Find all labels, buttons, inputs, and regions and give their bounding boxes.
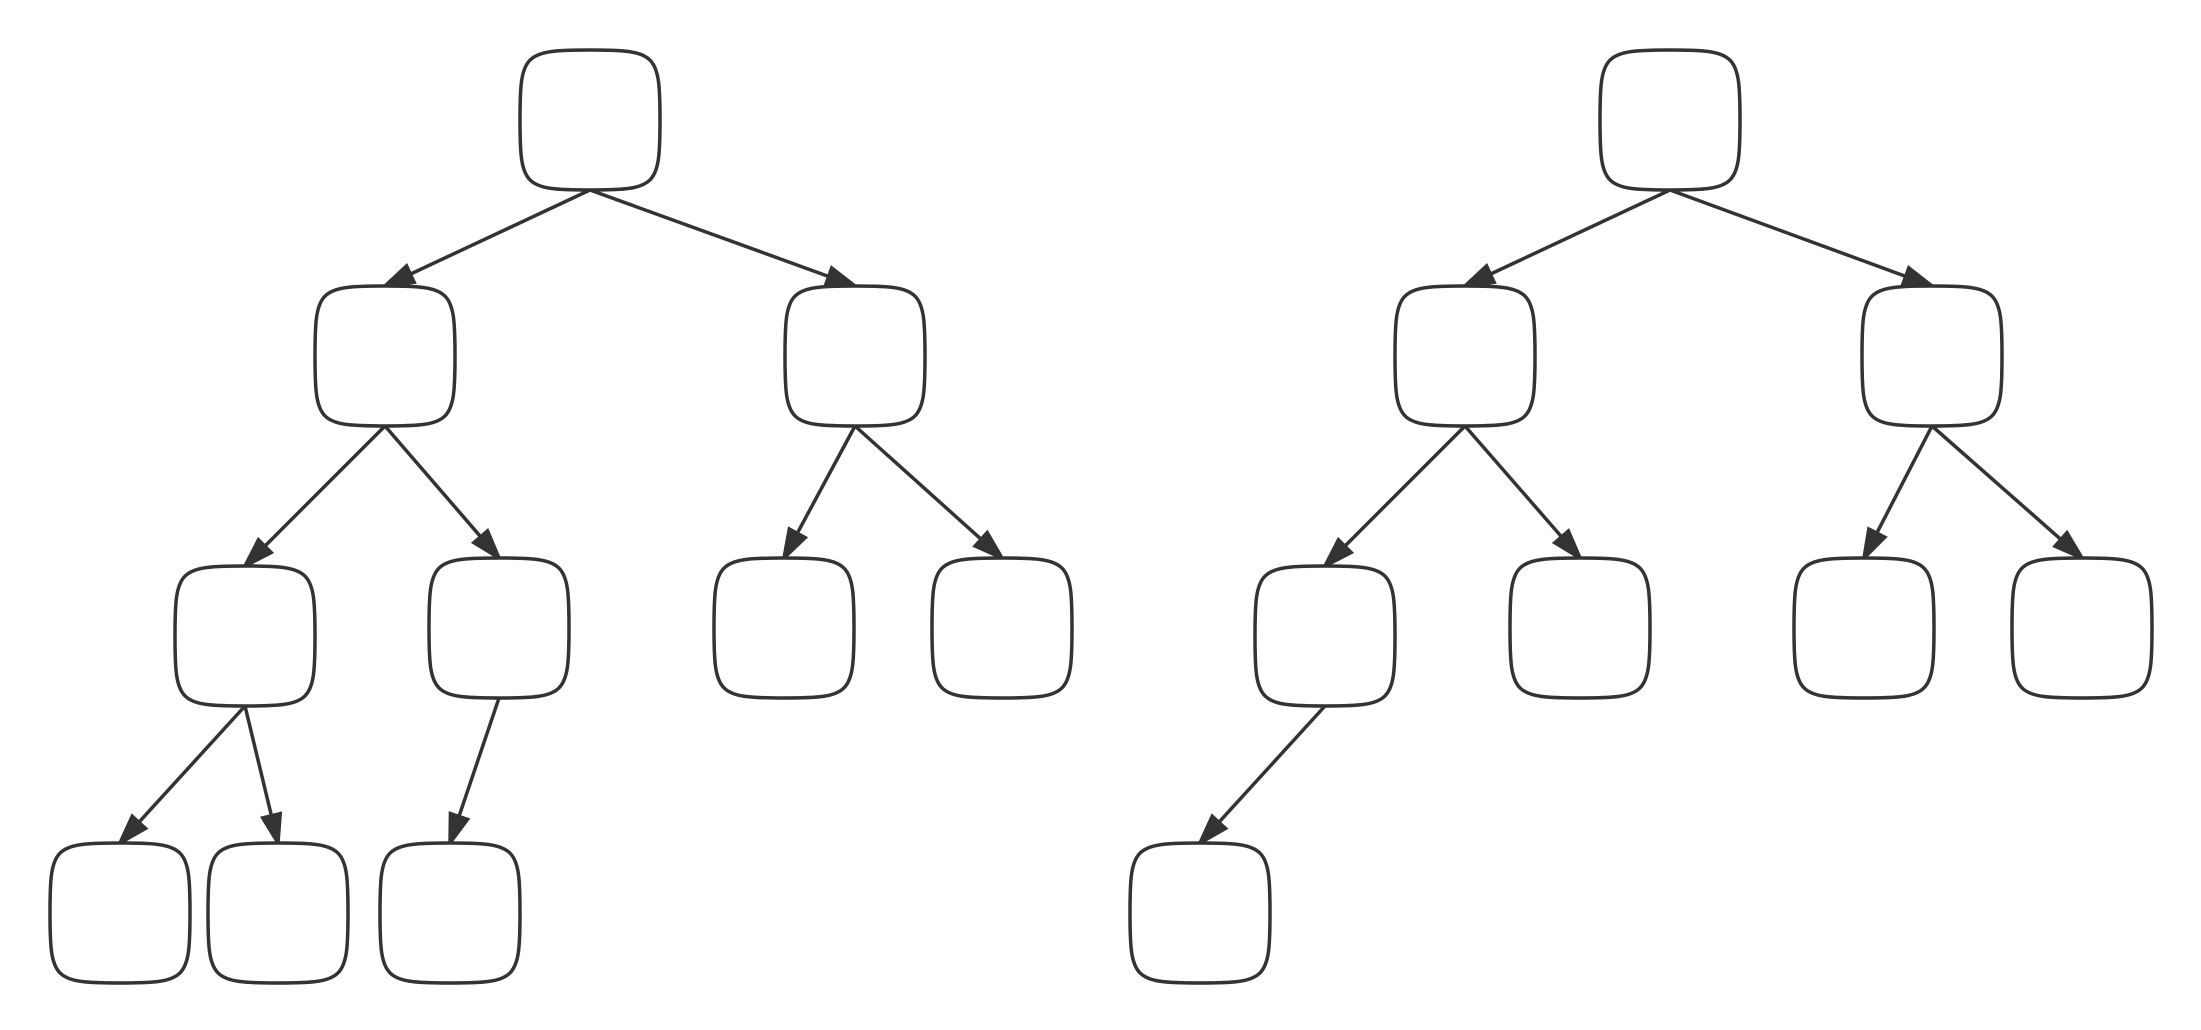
tree-node-R4 (1508, 556, 1652, 700)
edge-R2-R5 (1875, 425, 1934, 534)
tree-node-L9 (378, 841, 522, 985)
edge-L0-L1 (409, 188, 591, 276)
tree-node-R3 (1253, 564, 1397, 708)
tree-node-L3 (173, 564, 317, 708)
tree-node-R0 (1598, 48, 1742, 192)
arrowhead-R2-R6 (2052, 529, 2087, 562)
edge-L1-L4 (383, 424, 483, 538)
edge-L2-L5 (795, 425, 857, 535)
arrowhead-R0-R2 (1900, 265, 1938, 288)
tree-node-L6 (930, 556, 1074, 700)
edges-layer (116, 188, 2087, 849)
tree-node-R7 (1128, 841, 1272, 985)
edge-R1-R4 (1463, 424, 1563, 539)
tree-node-L0 (518, 48, 662, 192)
tree-node-R2 (1860, 284, 2004, 428)
tree-node-R1 (1393, 284, 1537, 428)
nodes-layer (48, 48, 2154, 985)
edge-L4-L9 (457, 697, 501, 818)
tree-node-R5 (1792, 556, 1936, 700)
arrowhead-R1-R4 (1551, 528, 1584, 563)
arrowhead-L3-L7 (116, 813, 149, 848)
edge-R2-R6 (1930, 424, 2063, 541)
edge-L0-L2 (589, 188, 830, 279)
edge-L3-L7 (137, 704, 247, 824)
arrowhead-L2-L6 (972, 529, 1007, 562)
arrowhead-L0-L1 (379, 263, 417, 289)
arrowhead-R3-R7 (1196, 813, 1229, 848)
arrowhead-L0-L2 (823, 265, 861, 288)
tree-node-L4 (427, 556, 571, 700)
right-tree (1196, 188, 2087, 848)
left-tree-nodes (48, 48, 1074, 985)
arrowhead-L2-L5 (781, 526, 809, 564)
left-tree (116, 188, 1007, 849)
tree-node-L1 (313, 284, 457, 428)
edge-R0-R2 (1669, 188, 1907, 279)
edge-R3-R7 (1217, 704, 1327, 824)
arrowhead-L1-L4 (470, 528, 503, 563)
edge-R0-R1 (1489, 188, 1671, 276)
edge-L3-L8 (243, 705, 274, 817)
edge-L2-L6 (853, 424, 983, 541)
arrowhead-R0-R1 (1459, 263, 1497, 289)
arrowhead-L4-L9 (448, 811, 471, 849)
arrowhead-L1-L3 (240, 536, 275, 571)
tree-node-L7 (48, 841, 192, 985)
tree-node-L8 (206, 841, 350, 985)
tree-node-L5 (712, 556, 856, 700)
arrowhead-L3-L8 (259, 811, 283, 849)
right-tree-nodes (1128, 48, 2154, 985)
tree-node-L2 (783, 284, 927, 428)
edge-L1-L3 (263, 424, 387, 548)
tree-node-R6 (2010, 556, 2154, 700)
edge-R1-R3 (1343, 424, 1467, 548)
arrowhead-R1-R3 (1320, 536, 1355, 571)
arrowhead-R2-R5 (1861, 526, 1888, 564)
